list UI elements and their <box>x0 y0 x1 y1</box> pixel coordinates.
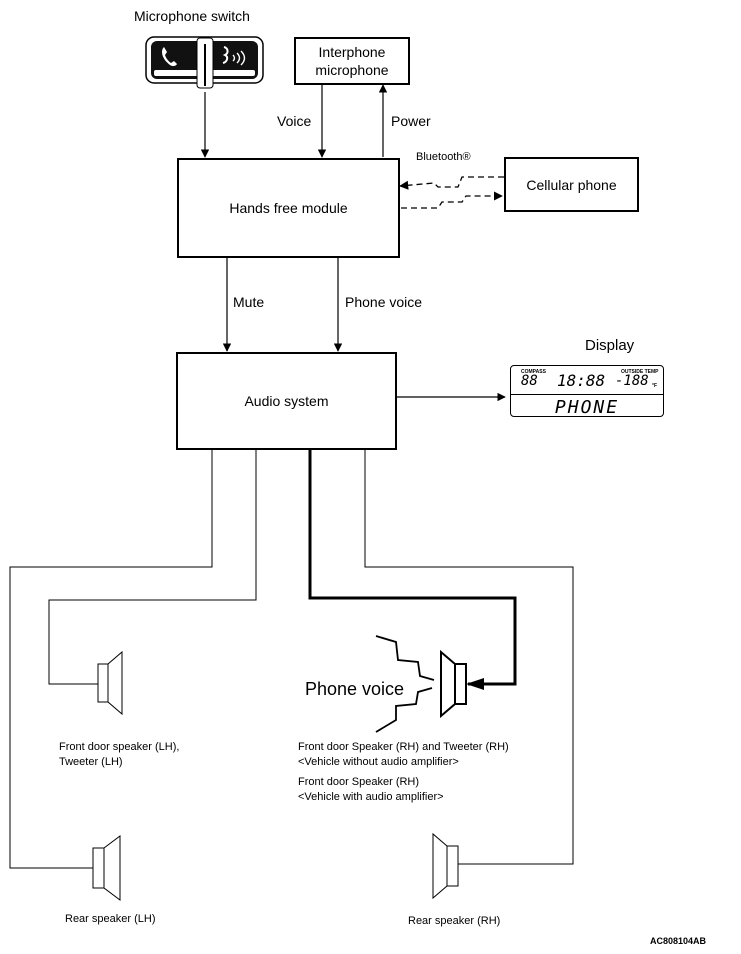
interphone-microphone-box: Interphone microphone <box>294 37 410 85</box>
front-rh-speaker-label-3: Front door Speaker (RH) <box>298 776 420 788</box>
front-rh-arrow <box>466 678 484 690</box>
microphone-switch-icon <box>145 36 264 89</box>
rear-lh-speaker-icon <box>92 835 121 901</box>
audio-system-box: Audio system <box>176 352 397 450</box>
phone-voice-large-label: Phone voice <box>305 679 405 699</box>
rear-lh-wire <box>9 450 213 869</box>
front-lh-speaker-icon <box>97 650 123 716</box>
display-screen: COMPASS 88 18:88 OUTSIDE TEMP -188 °F PH… <box>510 365 664 419</box>
power-label: Power <box>391 113 431 129</box>
lcd-compass-value: 88 <box>521 373 538 389</box>
figure-code: AC808104AB <box>650 936 707 946</box>
front-lh-speaker-label: Front door speaker (LH), Tweeter (LH) <box>59 741 180 768</box>
lcd-time: 18:88 <box>557 371 606 390</box>
rear-rh-speaker-label: Rear speaker (RH) <box>408 915 501 927</box>
lcd-temp-value: -188 <box>615 373 649 389</box>
hands-free-module-box: Hands free module <box>177 158 400 258</box>
front-rh-speaker-icon <box>440 649 467 719</box>
audio-system-label: Audio system <box>244 393 329 409</box>
bluetooth-link-out <box>401 191 503 209</box>
rear-rh-speaker-icon <box>432 832 459 900</box>
front-rh-speaker-label-4: <Vehicle with audio amplifier> <box>298 791 444 803</box>
cellular-phone-box: Cellular phone <box>504 157 639 212</box>
front-rh-speaker-label-2: <Vehicle without audio amplifier> <box>298 756 459 768</box>
front-rh-wire <box>308 450 517 686</box>
phone-voice-label: Phone voice <box>345 294 423 310</box>
front-rh-speaker-label-1: Front door Speaker (RH) and Tweeter (RH) <box>298 741 509 753</box>
mute-label: Mute <box>233 294 265 310</box>
cellular-phone-label: Cellular phone <box>526 176 617 193</box>
interphone-microphone-label: Interphone microphone <box>315 44 389 78</box>
lcd-compass-label: COMPASS <box>521 369 546 375</box>
rear-lh-speaker-label: Rear speaker (LH) <box>65 913 156 925</box>
microphone-switch-label: Microphone switch <box>134 8 250 24</box>
display-label: Display <box>585 337 635 354</box>
sound-wave-icon-lower <box>375 687 433 733</box>
lcd-text: PHONE <box>511 394 663 419</box>
bluetooth-label: Bluetooth® <box>416 151 471 163</box>
voice-label: Voice <box>277 113 312 129</box>
lcd-temp-unit: °F <box>652 383 658 389</box>
lcd-outside-temp-label: OUTSIDE TEMP <box>621 369 659 375</box>
bluetooth-link-in <box>399 176 504 190</box>
sound-wave-icon-upper <box>375 635 435 681</box>
hands-free-module-label: Hands free module <box>229 200 348 216</box>
front-lh-wire <box>48 450 257 685</box>
rear-rh-wire <box>364 450 574 865</box>
